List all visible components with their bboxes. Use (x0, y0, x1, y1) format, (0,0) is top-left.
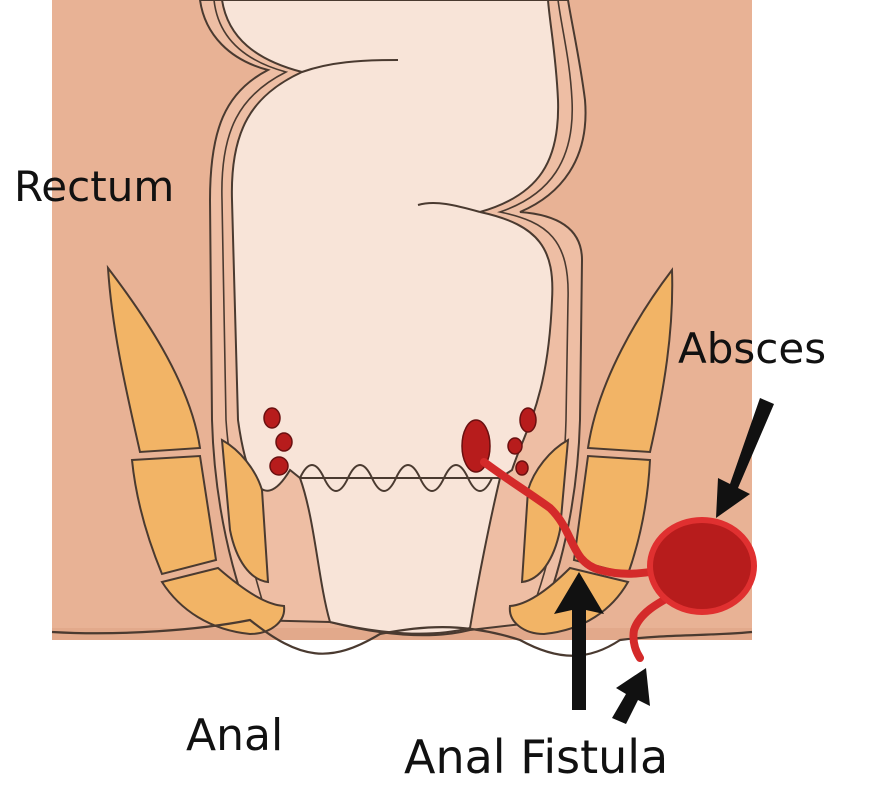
fistula-tract-external (629, 590, 679, 662)
anal-gland-left-2 (275, 432, 293, 452)
anal-gland-right-4 (515, 460, 529, 476)
anal-canal (298, 477, 502, 635)
rectal-fold-lower (417, 202, 481, 213)
anal-gland-left-3 (269, 456, 289, 476)
anal-gland-left-1 (263, 407, 281, 429)
absces-label: Absces (678, 324, 827, 373)
fistula-tract (480, 458, 666, 578)
arrow-to-fistula-opening (612, 668, 650, 724)
arrow-to-abscess (716, 398, 774, 518)
external-sphincter-left-upper (106, 264, 202, 454)
anal-gland-right-2 (519, 407, 537, 433)
internal-sphincter-left (220, 438, 270, 584)
anal-gland-right-3 (507, 437, 523, 455)
anal-fistula-label: Anal Fistula (404, 730, 669, 784)
internal-sphincter-right (520, 438, 570, 584)
rectal-fold-upper (301, 59, 399, 73)
dentate-line (299, 464, 493, 492)
rectum-label: Rectum (14, 162, 175, 211)
arrow-to-fistula-tract (554, 572, 604, 710)
external-sphincter-left-lower (160, 566, 286, 636)
anal-label: Anal (186, 710, 284, 761)
external-sphincter-left-middle (130, 454, 218, 576)
external-sphincter-right-upper (586, 267, 674, 454)
abscess (647, 517, 757, 615)
